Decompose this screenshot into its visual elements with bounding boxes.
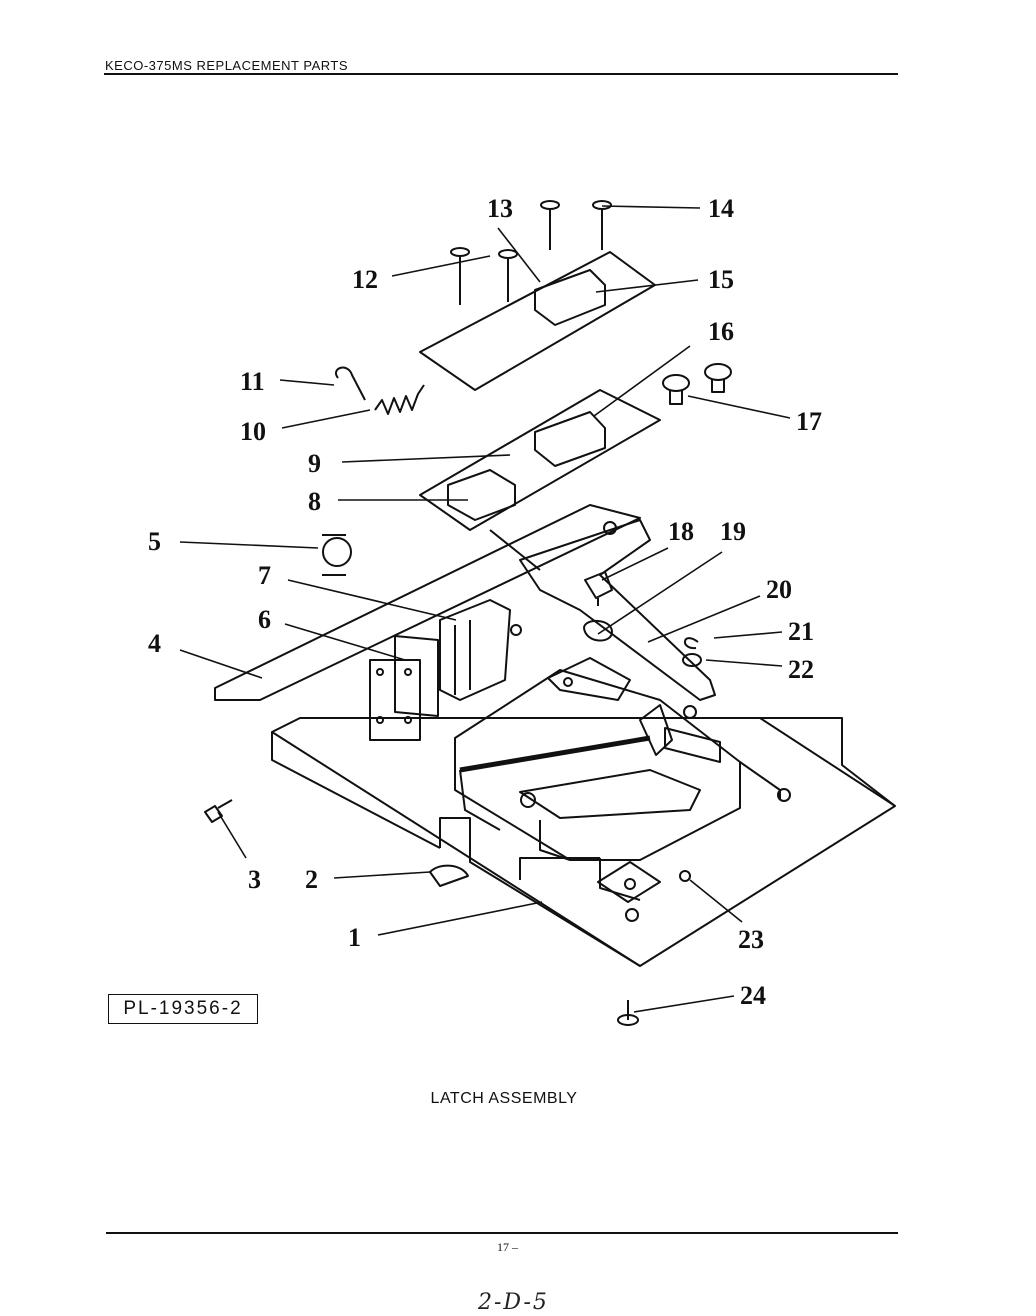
washer-22 [682, 653, 702, 667]
screw-24 [617, 1000, 639, 1026]
spring-10 [374, 384, 425, 415]
screw-3 [204, 799, 233, 823]
handwritten-note: 2-D-5 [478, 1290, 549, 1315]
plate-number: PL-19356-2 [123, 998, 243, 1019]
raised-housing [454, 669, 741, 861]
footer-rule [106, 1232, 898, 1234]
callout-10: 10 [240, 417, 266, 446]
callout-12: 12 [352, 265, 378, 294]
bumper-17a [662, 374, 690, 405]
latch-catch-2 [429, 864, 469, 887]
callout-22: 22 [788, 655, 814, 684]
callout-18: 18 [668, 517, 694, 546]
callout-17: 17 [796, 407, 822, 436]
callout-16: 16 [708, 317, 734, 346]
switch-8 [447, 469, 516, 521]
screw-14b [592, 200, 612, 250]
callout-11: 11 [240, 367, 265, 396]
washer-23 [679, 870, 691, 882]
callout-21: 21 [788, 617, 814, 646]
page-number: 17 – [497, 1240, 518, 1254]
bumper-18 [584, 571, 613, 606]
page-header-title: KECO-375MS REPLACEMENT PARTS [105, 58, 349, 73]
bracket-plate [519, 519, 716, 701]
header-rule [104, 73, 898, 75]
screw-12b [498, 249, 518, 302]
switch-16 [534, 411, 606, 467]
mounting-bracket-back [394, 635, 439, 717]
latch-spring-bar [459, 735, 651, 773]
callout-23: 23 [738, 925, 764, 954]
plate-number-box: PL-19356-2 [108, 994, 258, 1024]
e-ring-21 [684, 637, 699, 650]
callout-7: 7 [258, 561, 271, 590]
solenoid [439, 599, 511, 701]
callout-24: 24 [740, 981, 766, 1010]
base-plate [271, 717, 896, 967]
callout-9: 9 [308, 449, 321, 478]
switch-actuator-5 [322, 534, 352, 576]
callout-19: 19 [720, 517, 746, 546]
callout-6: 6 [258, 605, 271, 634]
callout-3: 3 [248, 865, 261, 894]
switch-15 [534, 269, 606, 326]
callout-2: 2 [305, 865, 318, 894]
switch-plate-upper [419, 251, 656, 391]
callout-1: 1 [348, 923, 361, 952]
bushing-19 [583, 620, 613, 642]
latch-strip [214, 504, 641, 701]
diagram-caption: LATCH ASSEMBLY [430, 1090, 578, 1107]
callout-14: 14 [708, 194, 734, 223]
bumper-17b [704, 363, 732, 393]
switch-plate-lower [419, 389, 661, 531]
callout-8: 8 [308, 487, 321, 516]
screw-12a [450, 247, 470, 305]
clip-11 [335, 366, 366, 401]
latch-lever [519, 769, 701, 819]
callout-20: 20 [766, 575, 792, 604]
screw-14a [540, 200, 560, 250]
callout-15: 15 [708, 265, 734, 294]
callout-5: 5 [148, 527, 161, 556]
callout-13: 13 [487, 194, 513, 223]
callout-4: 4 [148, 629, 161, 658]
